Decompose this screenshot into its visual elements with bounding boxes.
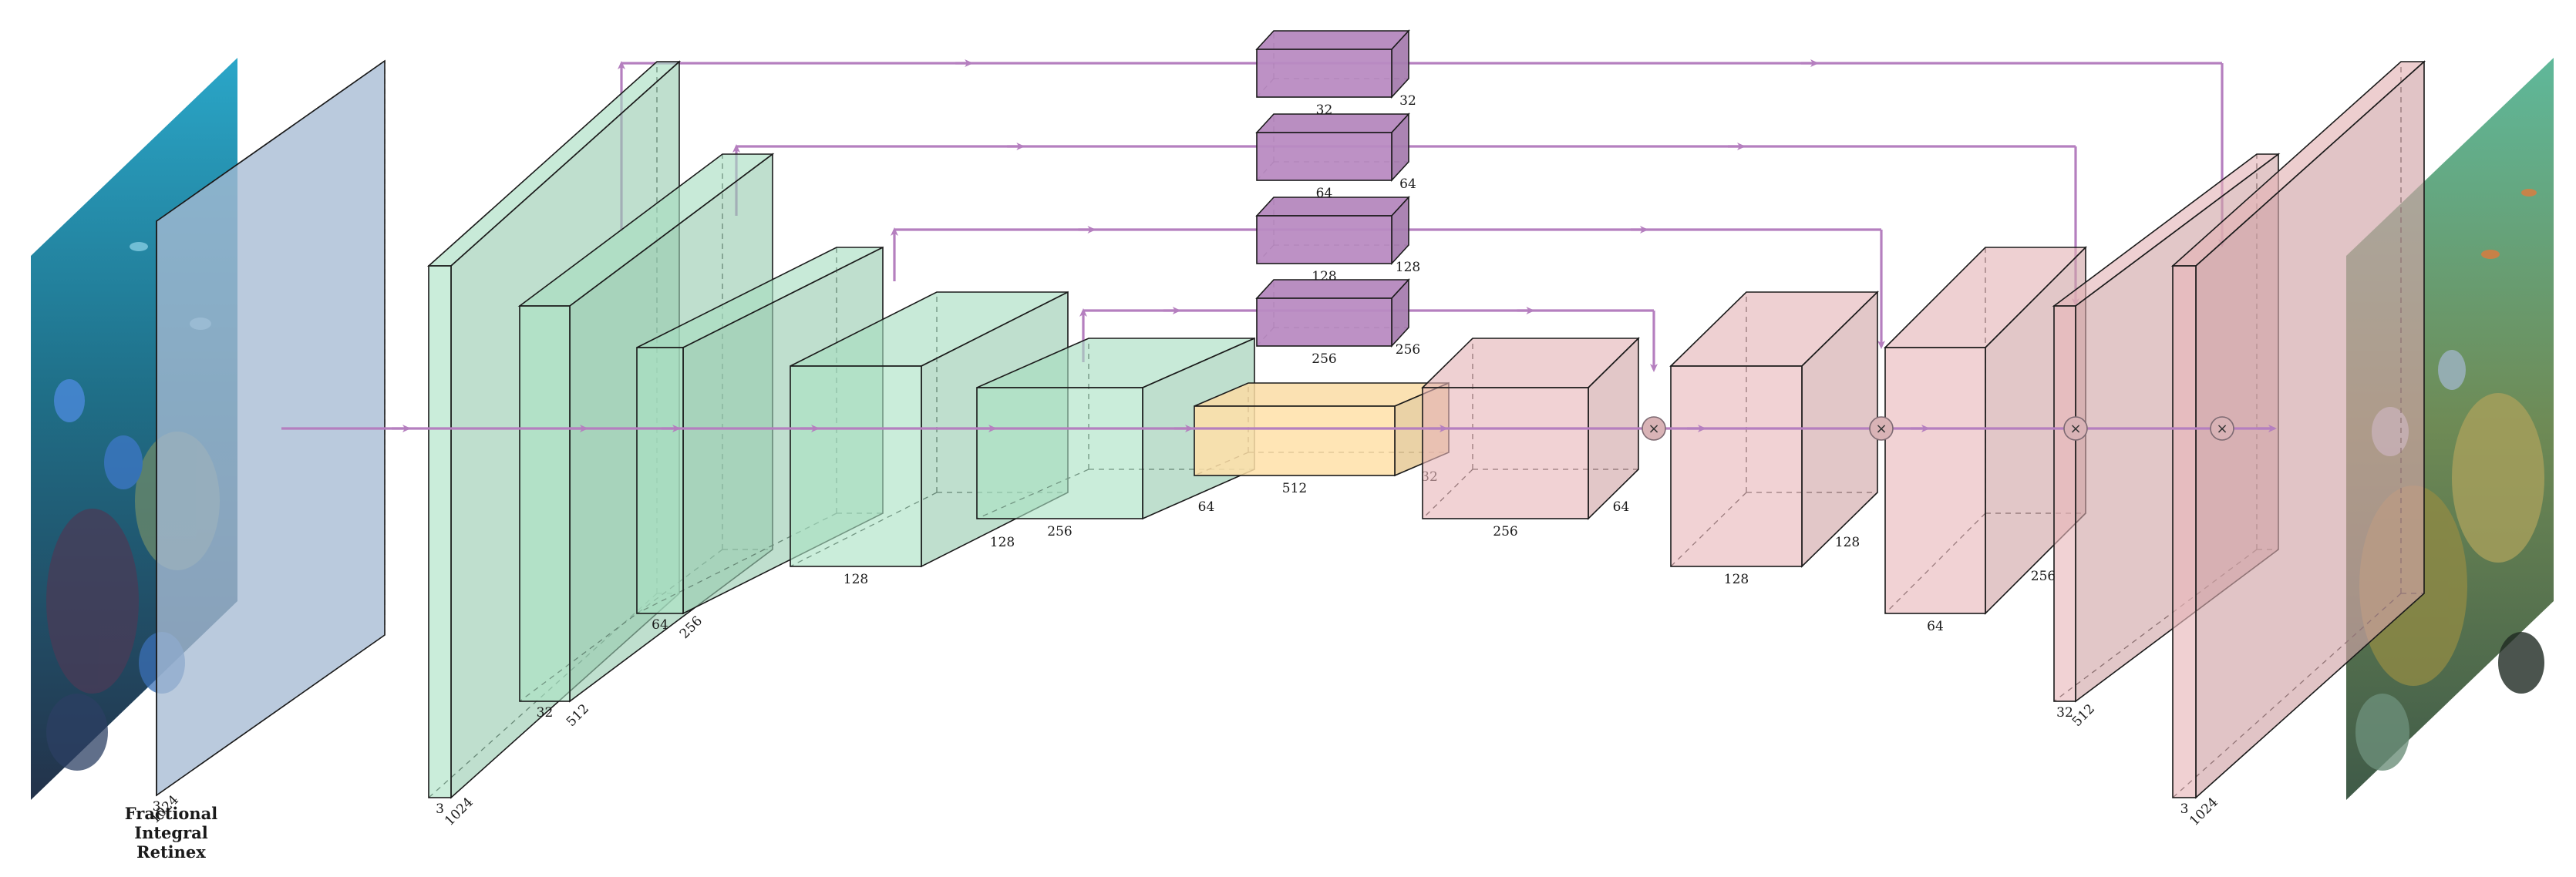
multiply-symbol: × <box>1648 421 1659 437</box>
skip-connection-0 <box>618 59 2226 247</box>
merge-nodes-layer: × × × × <box>1642 416 2234 441</box>
dimension-label: 256 <box>2031 569 2056 584</box>
dimension-label: 3 <box>436 801 444 817</box>
dimension-label: 128 <box>844 572 868 587</box>
merge-node-0: × <box>1642 416 1666 441</box>
dimension-label: 3 <box>153 799 161 815</box>
feature-map-decoder-8: 128 128 <box>1669 291 1879 587</box>
feature-map-decoder-7: 256 64 <box>1421 337 1640 539</box>
dimension-label: 128 <box>990 535 1015 550</box>
caption-line-3: Retinex <box>136 842 206 862</box>
attention-block-3: 256 256 <box>1255 277 1420 367</box>
multiply-symbol: × <box>1875 421 1887 437</box>
dimension-label: 64 <box>1613 499 1630 515</box>
feature-map-encoder-5: 256 64 <box>976 337 1255 539</box>
dimension-label: 512 <box>2069 701 2098 730</box>
dimension-label: 64 <box>1198 499 1215 515</box>
dimension-label: 3 <box>2180 801 2189 817</box>
dimension-label: 512 <box>564 701 592 730</box>
dimension-label: 128 <box>1724 572 1749 587</box>
multiply-symbol: × <box>2069 421 2081 437</box>
dimension-label: 32 <box>2056 705 2073 721</box>
dimension-label: 1024 <box>2187 795 2221 829</box>
dimension-label: 32 <box>537 705 554 721</box>
dimension-label: 512 <box>1282 481 1307 496</box>
multiply-symbol: × <box>2216 421 2227 437</box>
dimension-label: 256 <box>1047 524 1072 539</box>
dimension-label: 256 <box>1493 524 1517 539</box>
merge-node-1: × <box>1869 416 1894 441</box>
dimension-label: 64 <box>1399 176 1416 192</box>
dimension-label: 1024 <box>442 795 476 829</box>
merge-node-3: × <box>2210 416 2234 441</box>
dimension-label: 32 <box>1399 93 1416 109</box>
dimension-label: 256 <box>1312 351 1336 367</box>
dimension-label: 256 <box>1396 342 1420 358</box>
merge-node-2: × <box>2063 416 2088 441</box>
dimension-label: 128 <box>1835 535 1860 550</box>
caption-line-1: Fractional <box>125 804 218 823</box>
caption-line-2: Integral <box>134 823 208 842</box>
dimension-label: 64 <box>1927 619 1944 634</box>
dimension-label: 128 <box>1396 260 1420 275</box>
dimension-label: 64 <box>652 617 668 633</box>
